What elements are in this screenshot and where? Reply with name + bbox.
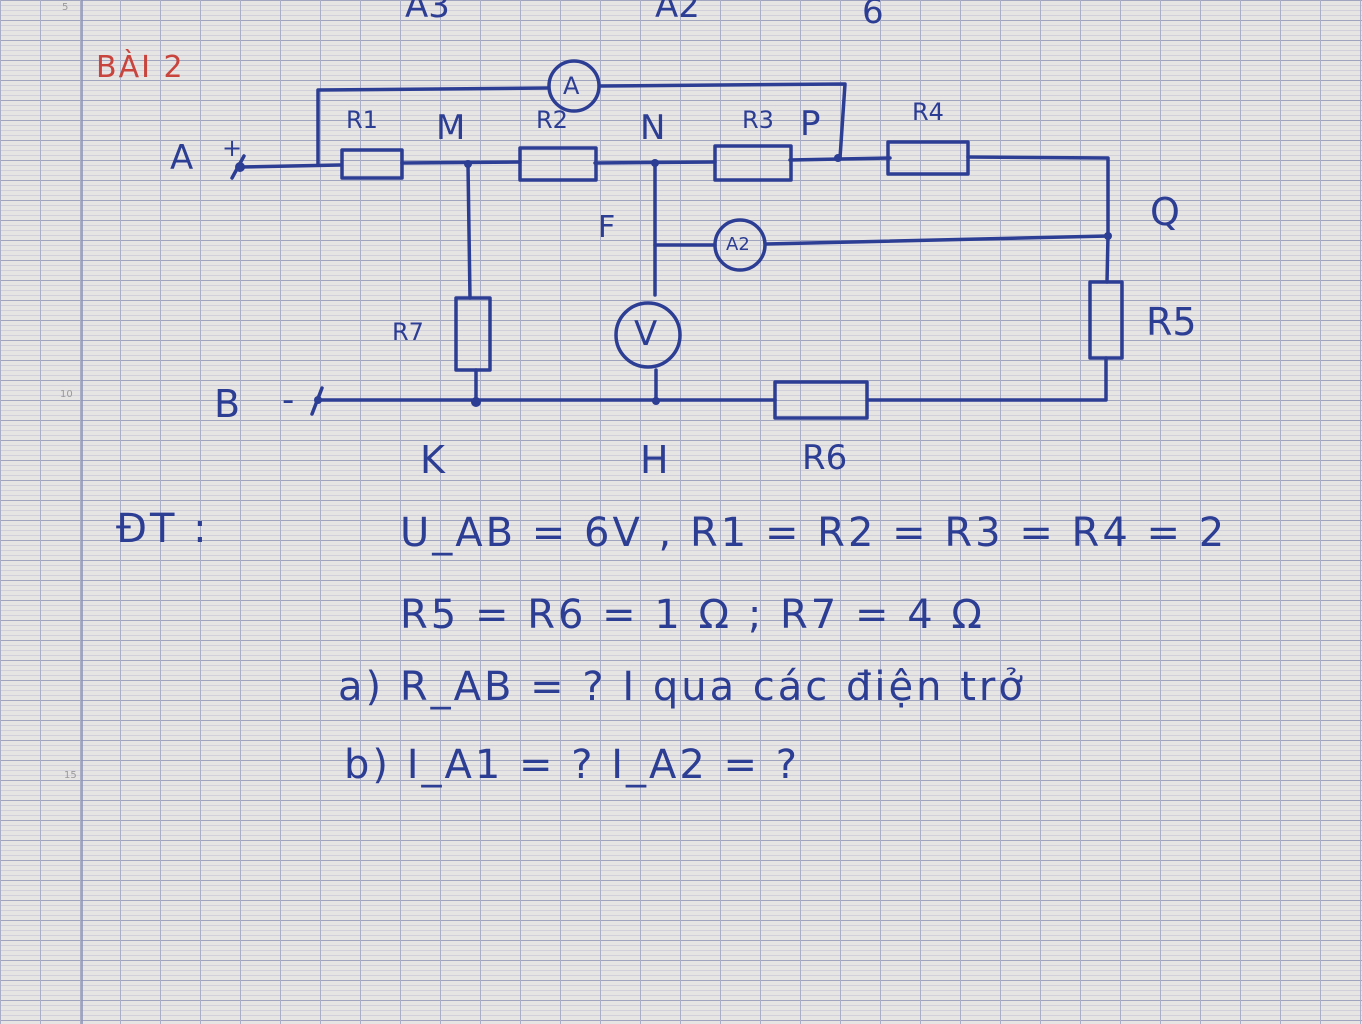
header-fragment-6: 6 bbox=[862, 0, 884, 32]
terminal-minus-sign: - bbox=[282, 380, 295, 420]
node-label-a: A bbox=[170, 138, 194, 178]
node-label-n: N bbox=[640, 108, 666, 148]
margin-number-5: 5 bbox=[62, 2, 69, 13]
resistor-label-r2: R2 bbox=[536, 106, 568, 134]
node-label-b: B bbox=[214, 382, 241, 426]
resistor-r5 bbox=[1088, 280, 1124, 360]
resistor-r2 bbox=[518, 146, 598, 182]
node-label-q: Q bbox=[1150, 190, 1180, 234]
terminal-a-tick bbox=[230, 154, 246, 180]
question-part-b: b) I_A1 = ? I_A2 = ? bbox=[344, 742, 800, 788]
junction-n bbox=[651, 159, 659, 167]
resistor-label-r6: R6 bbox=[802, 438, 848, 478]
wire-r1-r2 bbox=[400, 160, 522, 165]
terminal-b-tick bbox=[310, 386, 324, 416]
given-line-1: U_AB = 6V , R1 = R2 = R3 = R4 = 2 bbox=[400, 510, 1228, 556]
margin-number-10: 10 bbox=[60, 389, 73, 400]
wire-r5-r6 bbox=[866, 356, 1108, 402]
node-label-h: H bbox=[640, 438, 669, 482]
junction-k bbox=[471, 397, 481, 407]
page-title: BÀI 2 bbox=[96, 50, 185, 85]
meters bbox=[547, 59, 767, 369]
header-fragment-a3: A3 bbox=[405, 0, 450, 26]
margin-number-15: 15 bbox=[64, 770, 77, 781]
voltmeter-icon bbox=[614, 301, 682, 369]
node-label-p: P bbox=[800, 104, 821, 144]
junction-m bbox=[464, 160, 472, 168]
resistor-r7 bbox=[454, 296, 492, 372]
ammeter-top-icon bbox=[547, 59, 601, 113]
question-part-a: a) R_AB = ? I qua các điện trở bbox=[338, 664, 1026, 710]
resistor-r6 bbox=[773, 380, 869, 420]
ammeter-mid-icon bbox=[713, 218, 767, 272]
wire-q-r5 bbox=[1105, 234, 1110, 284]
wire-bypass-right bbox=[598, 82, 847, 160]
voltmeter-label: V bbox=[634, 314, 658, 354]
wire-a-r1 bbox=[238, 163, 342, 169]
resistor-label-r5: R5 bbox=[1146, 300, 1197, 344]
resistor-label-r1: R1 bbox=[346, 106, 378, 134]
ammeter-top-label: A bbox=[563, 72, 580, 100]
resistors bbox=[340, 140, 1124, 420]
wire-bypass-top bbox=[316, 86, 550, 167]
resistor-r3 bbox=[713, 144, 793, 182]
ammeter-mid-label: A2 bbox=[726, 234, 750, 255]
junction-h bbox=[652, 397, 660, 405]
wire-r4-q bbox=[966, 155, 1110, 238]
terminal-plus-sign: + bbox=[222, 134, 243, 162]
node-label-f: F bbox=[598, 210, 616, 245]
node-label-k: K bbox=[420, 438, 445, 482]
resistor-label-r3: R3 bbox=[742, 106, 774, 134]
junction-q bbox=[1104, 232, 1112, 240]
resistor-r1 bbox=[340, 148, 404, 180]
given-label: ĐT : bbox=[116, 506, 210, 552]
resistor-label-r7: R7 bbox=[392, 318, 424, 346]
wire-m-r7 bbox=[466, 163, 472, 300]
given-line-2: R5 = R6 = 1 Ω ; R7 = 4 Ω bbox=[400, 592, 985, 638]
node-label-m: M bbox=[436, 108, 466, 148]
wire-a2-q bbox=[764, 234, 1110, 246]
junctions bbox=[235, 154, 1112, 407]
resistor-label-r4: R4 bbox=[912, 98, 944, 126]
resistor-r4 bbox=[886, 140, 970, 176]
junction-p bbox=[834, 154, 842, 162]
header-fragment-a2: A2 bbox=[655, 0, 700, 26]
